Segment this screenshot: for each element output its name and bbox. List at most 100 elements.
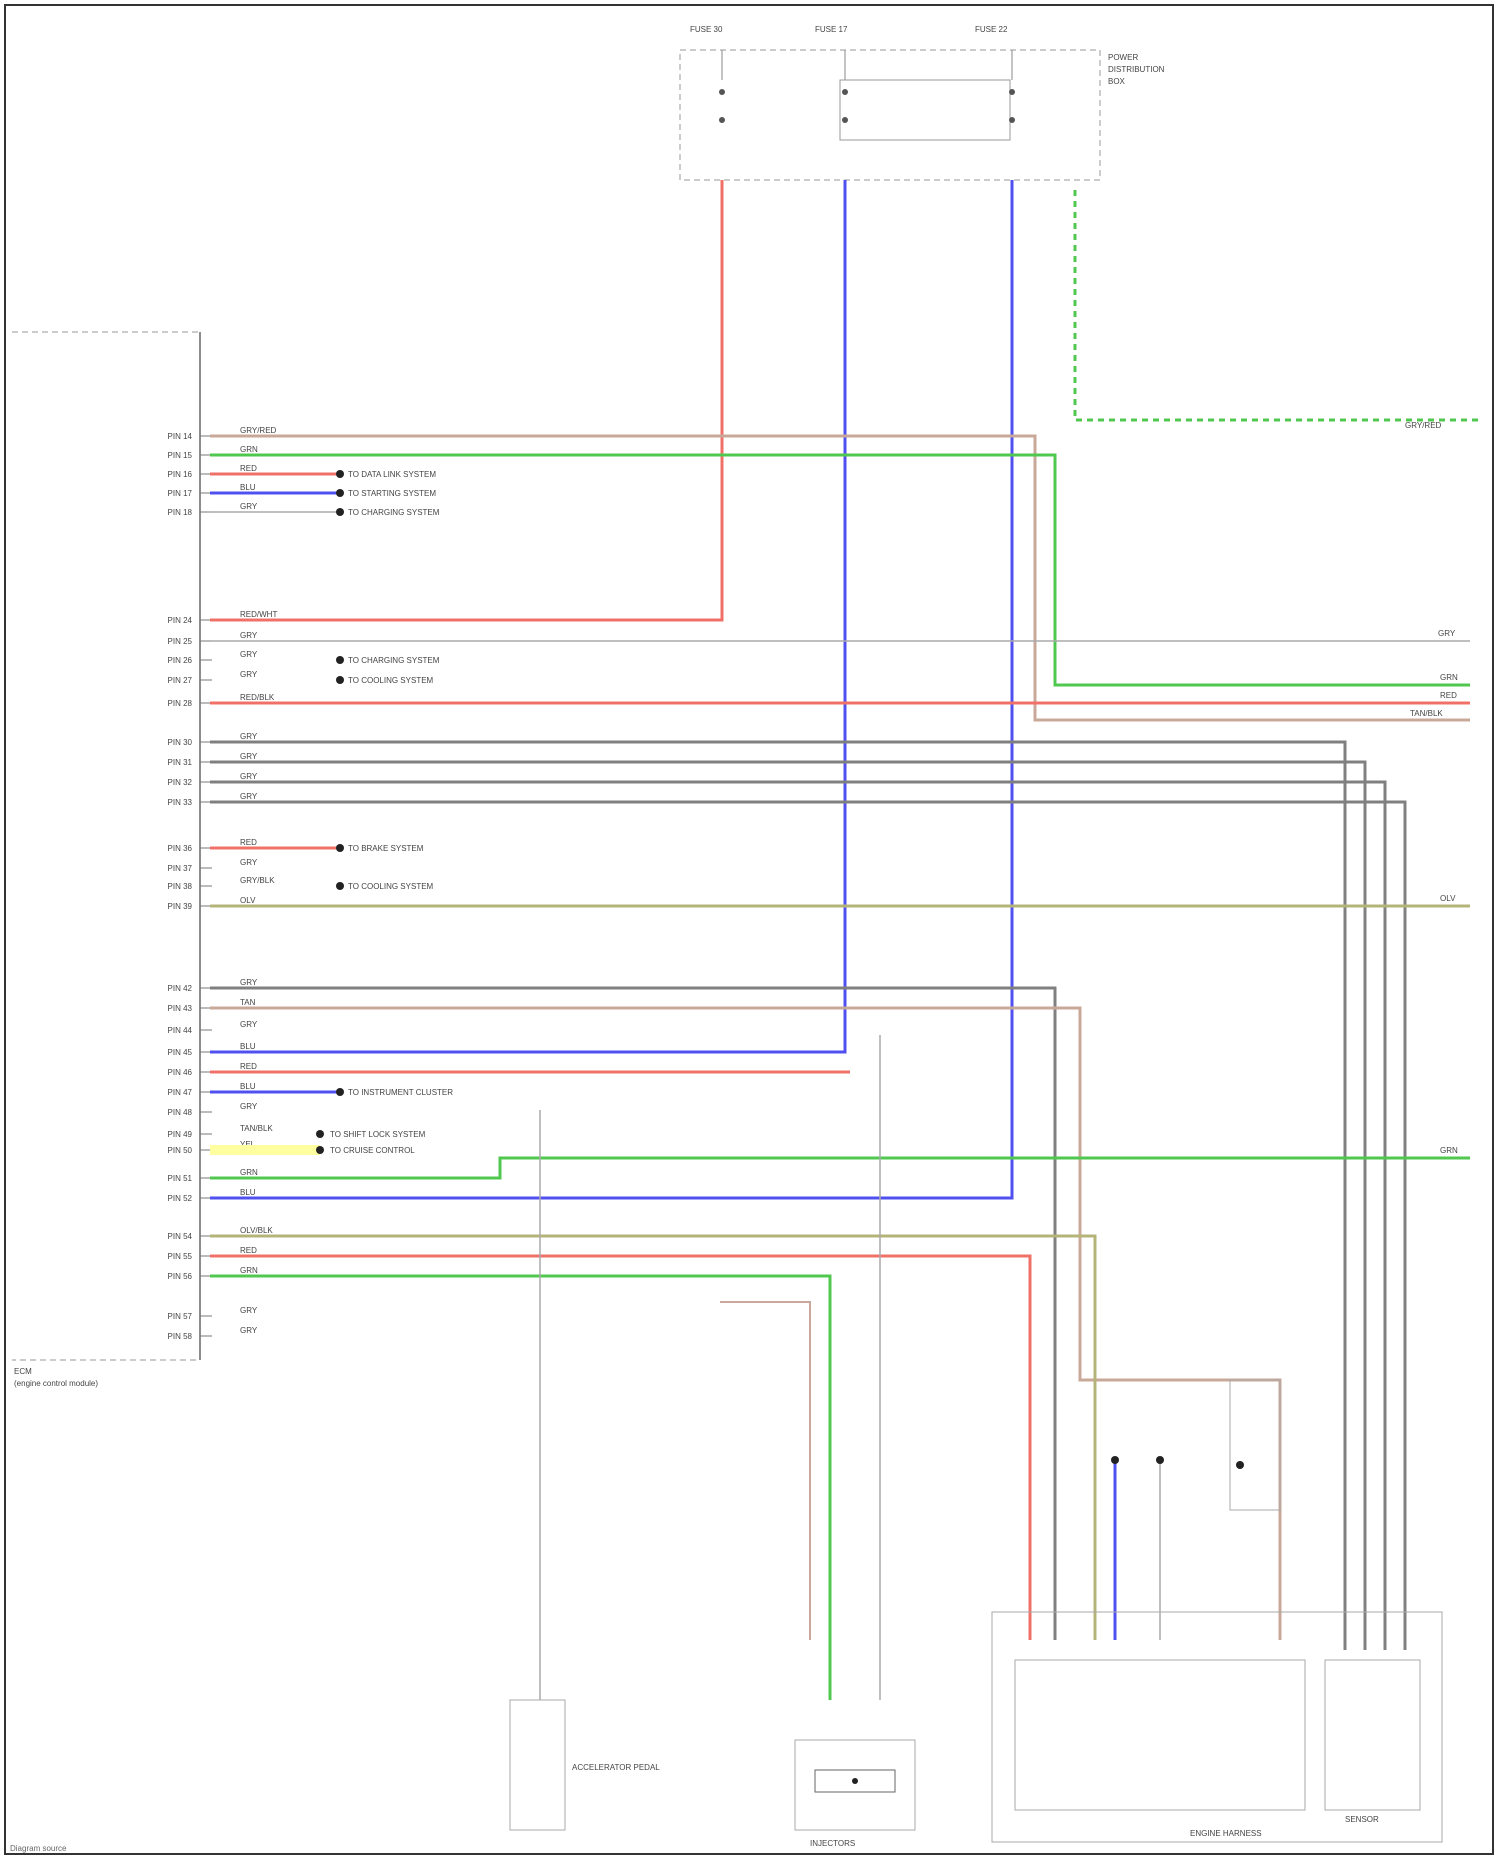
pin-wire-color: GRY [240, 772, 258, 781]
edge-label-0: GRY/RED [1405, 421, 1442, 430]
bottom-connectors: ACCELERATOR PEDAL INJECTORS ENGINE HARNE… [510, 1380, 1442, 1848]
pin-label: PIN 14 [168, 432, 193, 441]
note-3: TO CHARGING SYSTEM [348, 656, 440, 665]
wire-gry-bus-33 [210, 802, 1405, 1650]
pin-wire-color: GRY [240, 631, 258, 640]
wire-green-51 [210, 1158, 1470, 1178]
pin-label: PIN 37 [168, 864, 193, 873]
pin-wire-color: TAN/BLK [240, 1124, 273, 1133]
pin-label: PIN 25 [168, 637, 193, 646]
fuse-box-label-3: BOX [1108, 77, 1126, 86]
pin-label: PIN 56 [168, 1272, 193, 1281]
pin-label: PIN 18 [168, 508, 193, 517]
fuse-block: FUSE 30 FUSE 17 FUSE 22 POWER DISTRIBUTI… [680, 25, 1165, 180]
pin-wire-color: GRN [240, 1266, 258, 1275]
wire-olive-54 [210, 1236, 1095, 1640]
wire-tan-injector [720, 1302, 810, 1640]
pin-label: PIN 44 [168, 1026, 193, 1035]
connector-engine-label: ENGINE HARNESS [1190, 1829, 1262, 1838]
edge-label-1: GRY [1438, 629, 1456, 638]
pin-wire-color: RED [240, 464, 257, 473]
note-0: TO DATA LINK SYSTEM [348, 470, 436, 479]
pin-label: PIN 48 [168, 1108, 193, 1117]
edge-label-6: GRN [1440, 1146, 1458, 1155]
pin-label: PIN 52 [168, 1194, 193, 1203]
pin-wire-color: BLU [240, 1082, 256, 1091]
pin-wire-color: RED [240, 1246, 257, 1255]
ecm-label-1: ECM [14, 1367, 32, 1376]
pin-wire-color: BLU [240, 483, 256, 492]
wire-gry-bus-31 [210, 762, 1365, 1650]
pin-label: PIN 46 [168, 1068, 193, 1077]
pin-label: PIN 47 [168, 1088, 193, 1097]
pin-label: PIN 55 [168, 1252, 193, 1261]
right-edge-labels: GRY/RED GRY GRN RED TAN/BLK OLV GRN [1405, 421, 1458, 1155]
wire-gry-bus-30 [210, 742, 1345, 1650]
pin-label: PIN 36 [168, 844, 193, 853]
pin-wire-color: GRY/RED [240, 426, 277, 435]
pin-wire-color: OLV/BLK [240, 1226, 273, 1235]
pin-wire-color: GRY [240, 732, 258, 741]
fuse-top-label-1: FUSE 30 [690, 25, 723, 34]
pin-label: PIN 32 [168, 778, 193, 787]
footer-credit: Diagram source [10, 1844, 66, 1853]
wire-blue-supply-2 [210, 180, 1012, 1198]
pin-wire-color: GRY [240, 1020, 258, 1029]
pin-label: PIN 38 [168, 882, 193, 891]
pin-wire-color: GRY [240, 670, 258, 679]
wire-blue-supply [210, 180, 845, 1052]
connector-accelerator [510, 1700, 565, 1830]
wire-green-56 [210, 1276, 830, 1700]
pin-label: PIN 50 [168, 1146, 193, 1155]
note-1: TO STARTING SYSTEM [348, 489, 436, 498]
edge-label-4: TAN/BLK [1410, 709, 1443, 718]
pin-wire-color: BLU [240, 1188, 256, 1197]
pin-wire-color: GRY [240, 502, 258, 511]
pin-label: PIN 39 [168, 902, 193, 911]
pin-label: PIN 58 [168, 1332, 193, 1341]
pin-label: PIN 30 [168, 738, 193, 747]
pin-label: PIN 33 [168, 798, 193, 807]
pin-label: PIN 42 [168, 984, 193, 993]
wire-green-ground [1075, 190, 1480, 420]
pin-wire-color: TAN [240, 998, 256, 1007]
pin-wire-color: BLU [240, 1042, 256, 1051]
note-4: TO COOLING SYSTEM [348, 676, 434, 685]
pin-wire-color: GRY [240, 1102, 258, 1111]
fuse-box-label-2: DISTRIBUTION [1108, 65, 1165, 74]
fuse-top-label-3: FUSE 22 [975, 25, 1008, 34]
pin-wire-color: GRY/BLK [240, 876, 275, 885]
pin-label: PIN 51 [168, 1174, 193, 1183]
pin-wire-color: RED/BLK [240, 693, 275, 702]
fuse-box-label-1: POWER [1108, 53, 1138, 62]
pin-label: PIN 57 [168, 1312, 193, 1321]
fuse-block-outline [680, 50, 1100, 180]
note-9: TO SHIFT LOCK SYSTEM [330, 1130, 426, 1139]
pin-label: PIN 28 [168, 699, 193, 708]
connector-accelerator-label: ACCELERATOR PEDAL [572, 1763, 660, 1772]
pin-wire-color: RED [240, 838, 257, 847]
wire-gry-bus-32 [210, 782, 1385, 1650]
pin-wire-color: GRY [240, 792, 258, 801]
pin-label: PIN 16 [168, 470, 193, 479]
ecm-label-2: (engine control module) [14, 1379, 98, 1388]
fuse-top-label-2: FUSE 17 [815, 25, 848, 34]
pin-wire-color: RED/WHT [240, 610, 277, 619]
note-5: TO BRAKE SYSTEM [348, 844, 424, 853]
sensor-module [1230, 1380, 1280, 1510]
wire-red-55 [210, 1256, 1030, 1640]
edge-label-3: RED [1440, 691, 1457, 700]
pin-label: PIN 45 [168, 1048, 193, 1057]
connector-engine [992, 1612, 1442, 1842]
note-8: TO CRUISE CONTROL [330, 1146, 415, 1155]
note-6: TO COOLING SYSTEM [348, 882, 434, 891]
note-2: TO CHARGING SYSTEM [348, 508, 440, 517]
pin-wire-color: GRY [240, 650, 258, 659]
pin-wire-color: GRY [240, 752, 258, 761]
connector-sensor-label: SENSOR [1345, 1815, 1379, 1824]
wire-red-main [210, 180, 722, 620]
wire-tan-43 [210, 1008, 1280, 1640]
pin-label: PIN 15 [168, 451, 193, 460]
